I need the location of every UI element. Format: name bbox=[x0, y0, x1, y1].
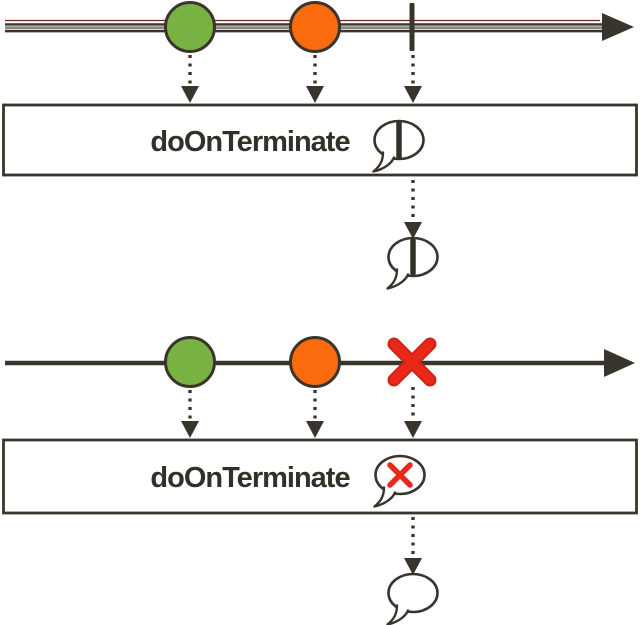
timeline-arrowhead-icon bbox=[604, 349, 635, 377]
output-arrow-2 bbox=[404, 517, 422, 575]
side-effect-error-bubble-icon bbox=[373, 454, 426, 508]
emission-arrow-green-2 bbox=[181, 390, 199, 438]
emission-arrow-green-1 bbox=[181, 55, 199, 103]
error-event-marker bbox=[387, 337, 437, 387]
emission-arrow-complete-1 bbox=[404, 55, 422, 103]
orange-marble bbox=[289, 336, 341, 388]
emission-arrow-error-2 bbox=[404, 387, 422, 438]
output-complete-bubble-icon bbox=[386, 236, 439, 290]
timeline-arrowhead-icon bbox=[602, 13, 634, 41]
green-marble bbox=[164, 336, 216, 388]
operator-label-1: doOnTerminate bbox=[150, 126, 350, 158]
operator-box-2 bbox=[2, 438, 638, 515]
side-effect-complete-bubble-icon bbox=[372, 119, 425, 173]
emission-arrow-orange-2 bbox=[306, 390, 324, 438]
diagram-complete-case: doOnTerminate bbox=[2, 1, 638, 290]
output-empty-bubble-icon bbox=[386, 572, 439, 625]
emission-arrow-orange-1 bbox=[306, 55, 324, 103]
complete-event-marker bbox=[409, 3, 415, 51]
orange-marble bbox=[289, 1, 341, 53]
operator-label-2: doOnTerminate bbox=[150, 462, 350, 494]
output-arrow-1 bbox=[404, 180, 422, 239]
diagram-error-case: doOnTerminate bbox=[2, 336, 638, 625]
operator-box-1 bbox=[2, 103, 638, 177]
green-marble bbox=[164, 1, 216, 53]
